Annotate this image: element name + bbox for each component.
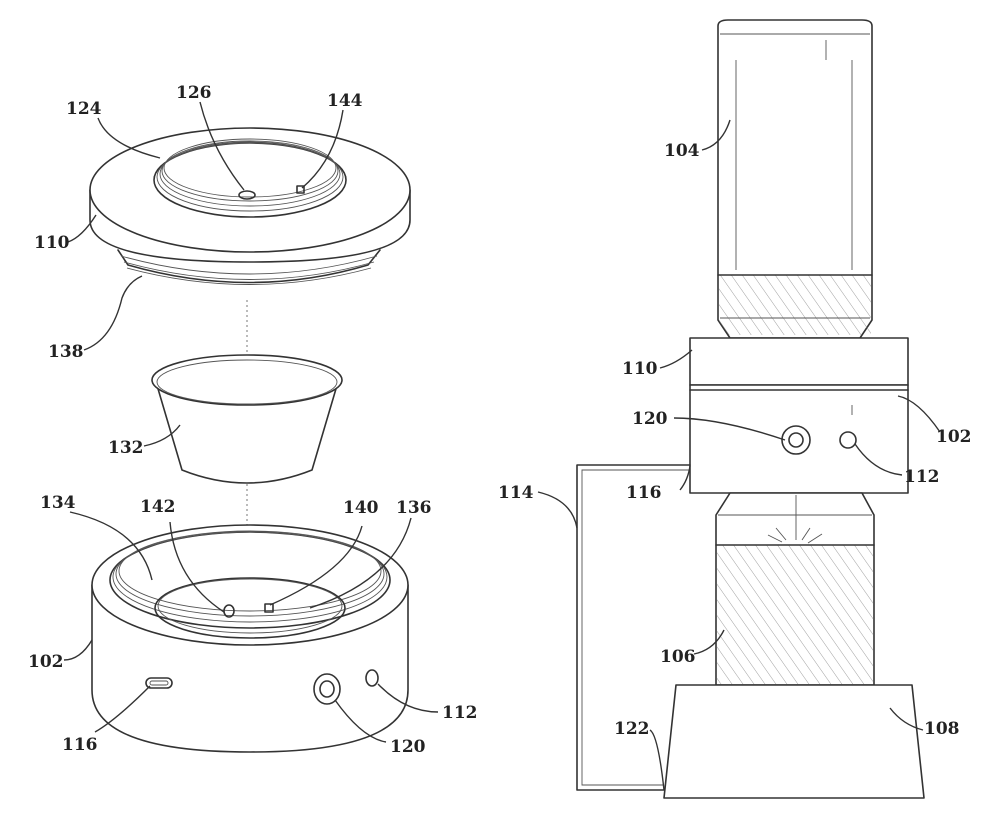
container-104 [717,19,873,339]
ref-108: 108 [924,719,960,739]
ref-110-left: 110 [34,233,70,253]
ref-142: 142 [140,497,176,517]
ref-116-right: 116 [626,483,662,503]
base-102 [91,524,409,753]
tray-108 [663,684,925,799]
ref-110-right: 110 [622,359,658,379]
ref-104: 104 [664,141,700,161]
right-leaders [537,119,941,791]
cable-114 [576,464,691,791]
receptacle-106 [715,492,875,686]
ref-124: 124 [66,99,102,119]
ref-140: 140 [343,498,379,518]
top-ring-110 [89,127,411,285]
ref-120-left: 120 [390,737,426,757]
ref-126: 126 [176,83,212,103]
ref-112-right: 112 [904,467,940,487]
ref-112-left: 112 [442,703,478,723]
cap-block-110 [689,337,909,386]
left-leaders [63,101,439,743]
ref-138: 138 [48,342,84,362]
cup-132 [151,354,343,484]
ref-120-right: 120 [632,409,668,429]
base-block-102 [689,384,909,494]
ref-106: 106 [660,647,696,667]
ref-114: 114 [498,483,534,503]
ref-102-left: 102 [28,652,64,672]
ref-132: 132 [108,438,144,458]
ref-144: 144 [327,91,363,111]
ref-116-left: 116 [62,735,98,755]
ref-102-right: 102 [936,427,972,447]
ref-134: 134 [40,493,76,513]
ref-136: 136 [396,498,432,518]
ref-122: 122 [614,719,650,739]
